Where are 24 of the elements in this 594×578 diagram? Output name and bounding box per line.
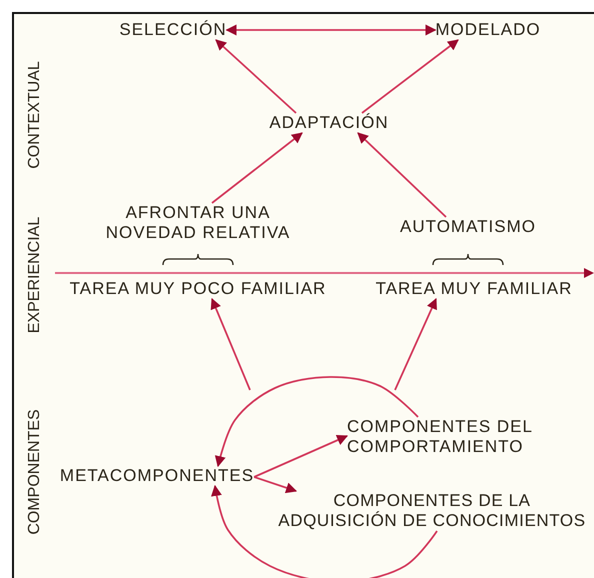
concept-label: SELECCIÓN [119, 20, 227, 40]
concept-label: COMPONENTES DEL COMPORTAMIENTO [347, 417, 533, 457]
section-label: COMPONENTES [26, 409, 44, 535]
arrow [226, 24, 436, 36]
concept-label: TAREA MUY FAMILIAR [376, 279, 572, 299]
arrow [214, 376, 419, 468]
concept-label: AFRONTAR UNA NOVEDAD RELATIVA [106, 203, 290, 243]
concept-label: TAREA MUY POCO FAMILIAR [70, 279, 326, 299]
section-label: CONTEXTUAL [26, 61, 44, 169]
arrow [215, 39, 297, 114]
concept-label: MODELADO [435, 20, 541, 40]
section-label: EXPERIENCIAL [26, 216, 44, 334]
arrow [210, 298, 251, 390]
arrow [361, 39, 459, 114]
arrow [211, 132, 303, 204]
arrow [394, 298, 437, 390]
concept-label: COMPONENTES DE LA ADQUISICIÓN DE CONOCIMIENTOS [278, 491, 586, 531]
concept-label: ADAPTACIÓN [269, 113, 389, 133]
arrow [211, 484, 438, 578]
arrow [254, 476, 298, 494]
concept-label: AUTOMATISMO [400, 217, 536, 237]
concept-label: METACOMPONENTES [60, 466, 254, 486]
arrow [254, 434, 348, 478]
arrow [357, 132, 447, 218]
